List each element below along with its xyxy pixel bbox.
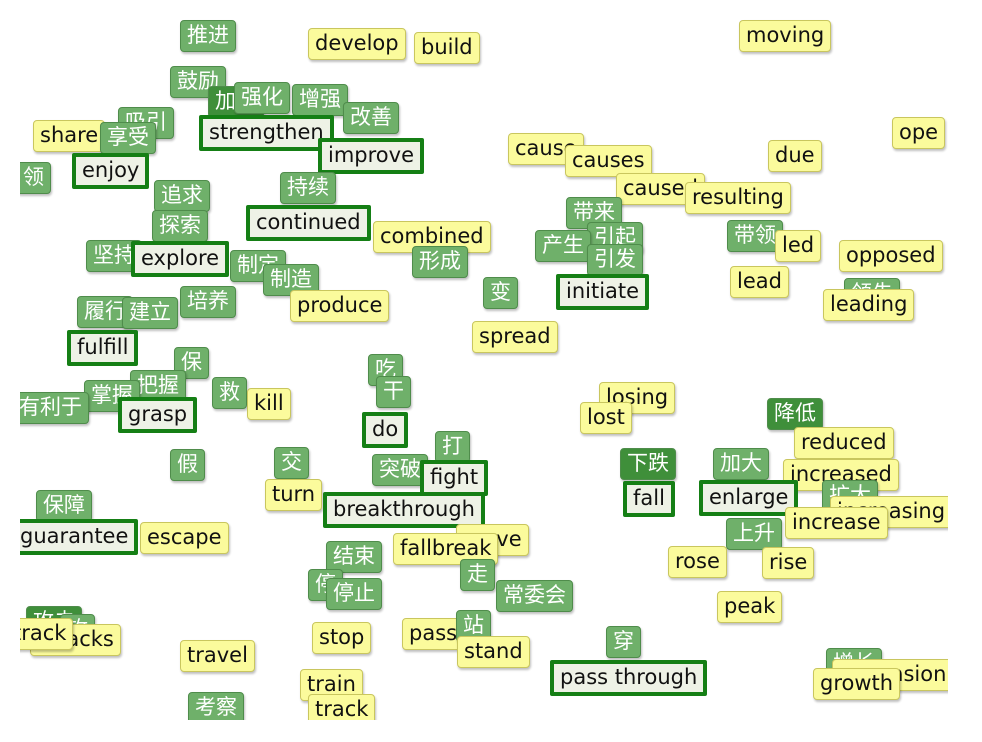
label-rise: rise	[762, 547, 815, 579]
label-resulting: resulting	[685, 182, 791, 214]
label-xiangshou: 享受	[100, 122, 156, 154]
label-produce: produce	[290, 290, 390, 322]
label-track-left: track	[20, 618, 74, 650]
label-escape: escape	[140, 522, 229, 554]
label-opposed: opposed	[839, 240, 943, 272]
label-chansheng: 产生	[535, 230, 591, 262]
label-share: share	[33, 120, 106, 152]
label-dailing: 带领	[727, 220, 783, 252]
label-led: led	[775, 230, 822, 262]
label-zhuiqiu: 追求	[154, 180, 210, 212]
label-xingcheng: 形成	[412, 246, 468, 278]
label-growth: growth	[813, 668, 901, 700]
label-improve: improve	[318, 138, 424, 174]
label-fulfill: fulfill	[67, 330, 139, 366]
label-enjoy: enjoy	[72, 153, 150, 189]
label-yinfa: 引发	[587, 244, 643, 276]
label-zou: 走	[460, 559, 495, 591]
label-baozhang: 保障	[36, 490, 92, 522]
label-develop: develop	[308, 28, 406, 60]
label-reduced: reduced	[794, 427, 894, 459]
label-stand: stand	[457, 636, 530, 668]
label-stop: stop	[312, 622, 372, 654]
label-tingzhi: 停止	[326, 578, 382, 610]
label-jianli: 建立	[122, 297, 178, 329]
label-track: track	[308, 694, 376, 720]
label-jiao: 交	[274, 447, 309, 479]
label-fall: fall	[623, 481, 675, 517]
label-jia: 假	[170, 449, 205, 481]
label-ope: ope	[892, 117, 946, 149]
label-chuan: 穿	[606, 626, 641, 658]
label-jiu: 救	[212, 377, 247, 409]
label-fight: fight	[420, 460, 489, 496]
label-shangsheng: 上升	[726, 518, 782, 550]
label-jieshu: 结束	[326, 541, 382, 573]
label-changweihui: 常委会	[496, 580, 573, 612]
label-zengqiang: 增强	[292, 84, 348, 116]
label-grasp: grasp	[118, 397, 198, 433]
label-build: build	[414, 32, 480, 64]
label-causes: causes	[565, 145, 652, 177]
label-pass: pass	[402, 618, 465, 650]
label-explore: explore	[131, 241, 230, 277]
label-enlarge: enlarge	[699, 480, 799, 516]
label-tansuo: 探索	[152, 210, 208, 242]
label-tuijin: 推进	[180, 20, 236, 52]
label-due: due	[768, 140, 822, 172]
label-gaishan: 改善	[343, 102, 399, 134]
label-rose: rose	[668, 546, 727, 578]
label-travel: travel	[180, 640, 255, 672]
label-moving: moving	[739, 20, 832, 52]
label-jiangdi: 降低	[767, 398, 823, 430]
label-leading: leading	[823, 289, 915, 321]
label-peiyang: 培养	[180, 286, 236, 318]
label-continued: continued	[246, 205, 371, 241]
label-da: 打	[435, 431, 470, 463]
label-increase: increase	[785, 507, 888, 539]
label-chixu: 持续	[280, 172, 336, 204]
label-kaocha: 考察	[188, 692, 244, 720]
label-jianchi: 坚持	[86, 240, 142, 272]
label-xiadie: 下跌	[620, 448, 676, 480]
label-lead: lead	[730, 266, 789, 298]
label-kill: kill	[247, 388, 291, 420]
label-guli: 鼓励	[170, 66, 226, 98]
label-spread: spread	[472, 321, 558, 353]
label-initiate: initiate	[556, 274, 650, 310]
label-youliyu: 有利于	[20, 392, 89, 424]
label-lost: lost	[580, 402, 632, 434]
label-bian: 变	[483, 277, 518, 309]
label-pass-through: pass through	[550, 660, 708, 696]
label-breakthrough: breakthrough	[323, 492, 485, 528]
label-turn: turn	[265, 479, 323, 511]
label-increased: increased	[783, 459, 899, 491]
label-guarantee: guarantee	[20, 519, 139, 555]
label-ling: 领	[20, 162, 51, 194]
label-peak: peak	[717, 591, 783, 623]
word-embedding-canvas: 推进 develop build moving 鼓励 加强 强化 增强 改善 吸…	[20, 14, 948, 720]
label-gan: 干	[376, 376, 411, 408]
label-jiada: 加大	[713, 448, 769, 480]
label-qianghua: 强化	[234, 82, 290, 114]
label-strengthen: strengthen	[199, 115, 334, 151]
label-do: do	[362, 412, 409, 448]
